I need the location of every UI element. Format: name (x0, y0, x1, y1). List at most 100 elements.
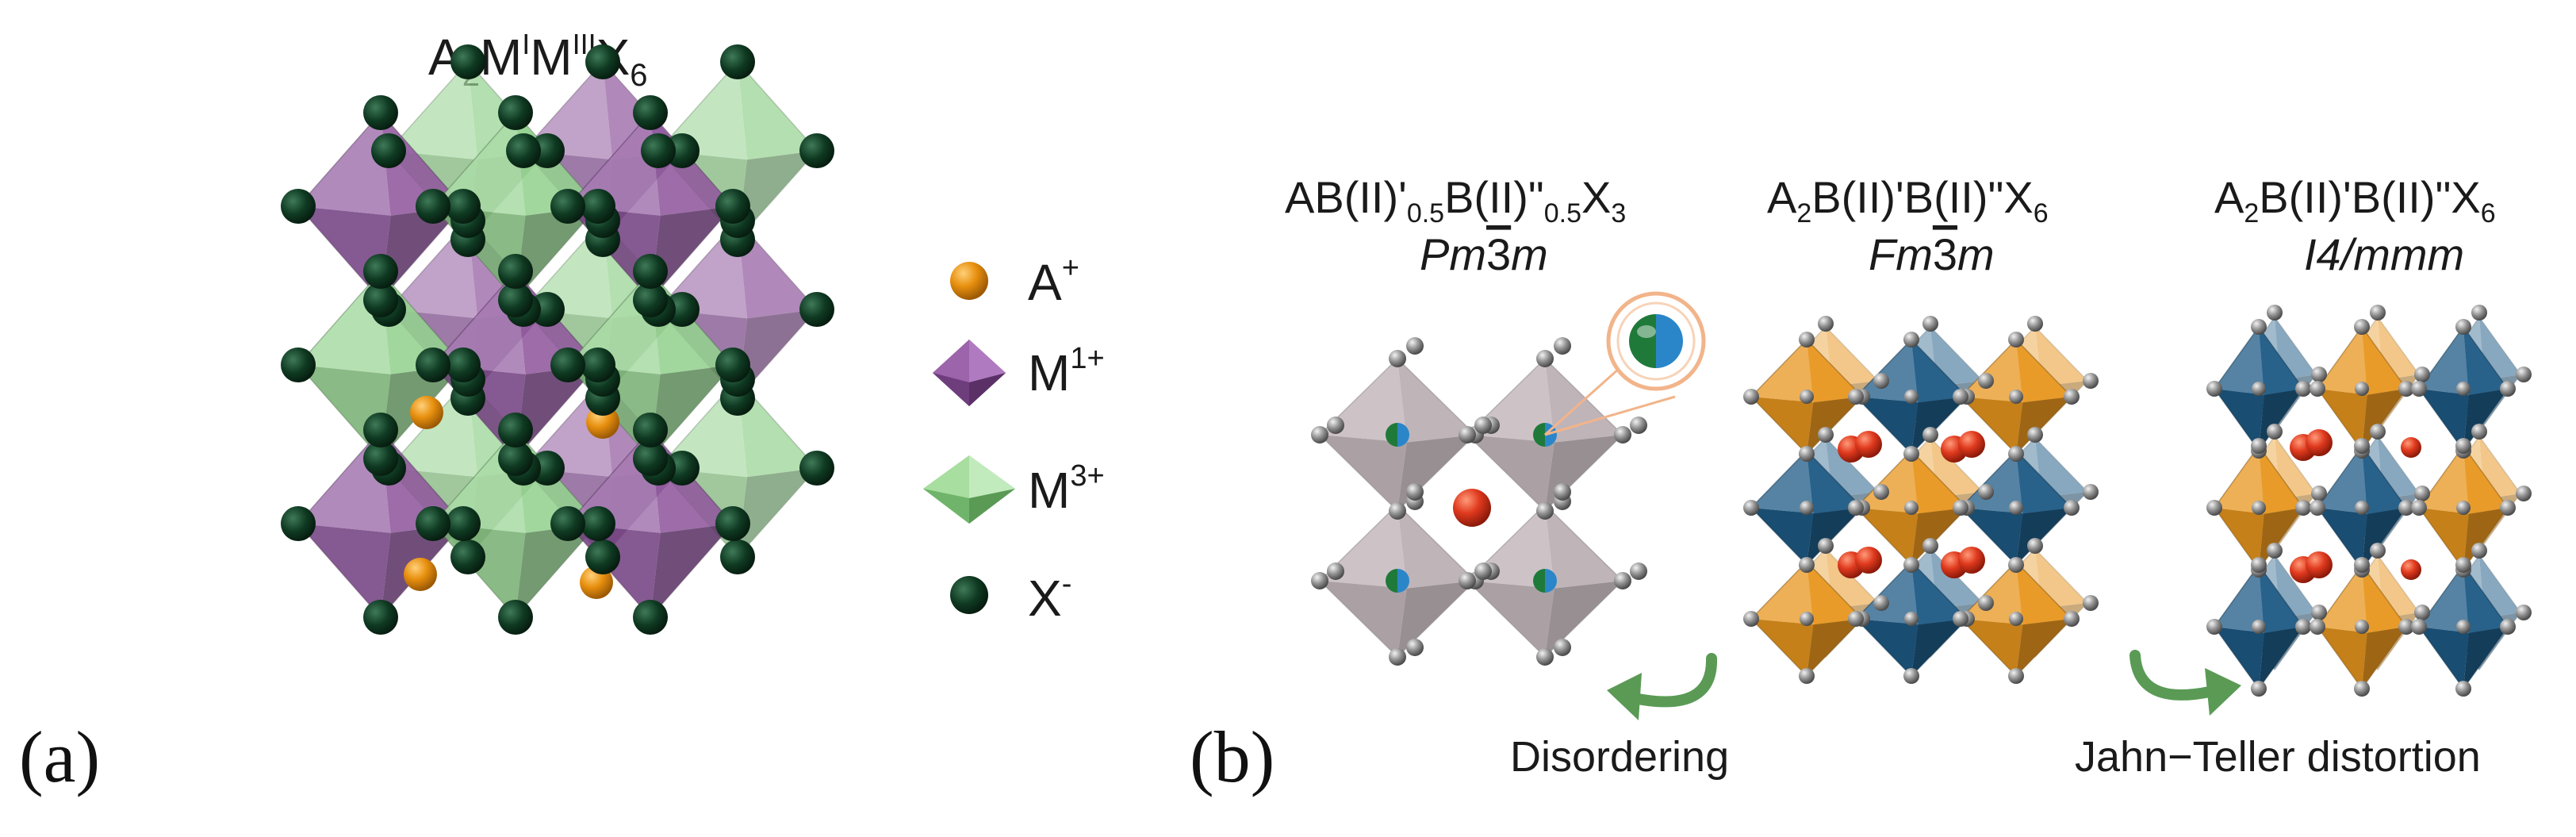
halide-anion (2206, 619, 2222, 635)
x-ion-legend-icon (950, 576, 988, 614)
halide-anion (1743, 389, 1759, 405)
halide-anion (2398, 500, 2414, 516)
halide-anion (1903, 557, 1919, 573)
x-anion (498, 254, 533, 289)
x-anion (581, 506, 615, 541)
halide-anion (2471, 305, 2487, 321)
halide-anion (2206, 381, 2222, 397)
panel-a-label: (a) (19, 716, 100, 797)
x-anion (281, 189, 316, 224)
halide-anion (1799, 557, 1815, 573)
halide-anion (1799, 332, 1815, 347)
x-anion (363, 413, 398, 447)
halide-anion (2027, 316, 2043, 332)
legend-sup: 3+ (1070, 459, 1104, 493)
a-cation (410, 396, 443, 429)
b-cation (2252, 501, 2266, 515)
halide-anion (2311, 367, 2327, 382)
halide-anion (1978, 373, 1994, 389)
b-cation (1904, 612, 1919, 626)
halide-anion (1630, 562, 1647, 580)
legend-sup: + (1062, 251, 1079, 285)
disordered-perovskite-structure (1311, 337, 1647, 666)
b-cation (2009, 612, 2023, 626)
halide-anion (1873, 373, 1889, 389)
x-anion (550, 506, 585, 541)
halide-anion (2064, 389, 2080, 405)
halide-anion (2455, 557, 2471, 573)
x-anion (363, 282, 398, 317)
halide-anion (2295, 381, 2311, 397)
halide-anion (2008, 557, 2024, 573)
halide-anion (2008, 446, 2024, 462)
a-cation (1855, 431, 1882, 458)
legend-sup: - (1062, 567, 1072, 601)
halide-anion (2267, 424, 2283, 440)
formula-sub: 0.5 (1544, 198, 1581, 228)
halide-anion (2398, 381, 2414, 397)
halide-anion (2310, 619, 2325, 635)
structure-3-space-group: I4/mmm (2304, 229, 2464, 279)
b-cation (2009, 501, 2023, 515)
x-anion (633, 254, 668, 289)
legend-text: A (1028, 254, 1062, 311)
halide-anion (1799, 446, 1815, 462)
x-anion (720, 44, 755, 79)
legend: A+ M1+ M3+ X- (923, 251, 1105, 627)
b-cation (2009, 390, 2023, 404)
structure-2-space-group: Fm3m (1869, 229, 1995, 279)
formula-sub: 0.5 (1407, 198, 1444, 228)
legend-text: M (1028, 344, 1070, 401)
halide-anion (1327, 417, 1344, 434)
b-cation (2252, 620, 2266, 634)
halide-anion (2414, 486, 2430, 501)
x-anion (715, 189, 750, 224)
x-legend-label: X- (1028, 567, 1071, 627)
structure-3-formula: A2B(II)'B(II)"X6 (2214, 172, 2496, 228)
double-perovskite-crystal (281, 44, 834, 635)
b-cation (2355, 620, 2369, 634)
x-anion (281, 506, 316, 541)
halide-anion (1922, 316, 1938, 332)
x-anion (633, 95, 668, 130)
formula-part: X (1581, 172, 1611, 222)
x-anion (281, 347, 316, 382)
formula-sub: 2 (2244, 198, 2259, 228)
halide-anion (1922, 538, 1938, 554)
halide-anion (2411, 381, 2427, 397)
b-cation (1800, 612, 1814, 626)
b-cation (1904, 390, 1919, 404)
halide-anion (2354, 319, 2370, 335)
halide-anion (1406, 483, 1424, 501)
x-anion (498, 600, 533, 635)
x-anion (585, 539, 620, 574)
formula-sub: 6 (630, 58, 647, 93)
x-anion (633, 600, 668, 635)
halide-anion (2311, 605, 2327, 620)
halide-anion (1536, 502, 1554, 520)
disordering-label: Disordering (1510, 733, 1729, 781)
halide-anion (2370, 424, 2386, 440)
halide-anion (2354, 681, 2370, 697)
front-octahedron (1959, 338, 2073, 455)
x-anion (363, 254, 398, 289)
sg-part: Fm (1869, 229, 1933, 279)
halide-anion (2251, 438, 2267, 454)
structure-1-formula: AB(II)'0.5B(II)"0.5X3 (1285, 172, 1626, 228)
formula-part: AB(II)' (1285, 172, 1407, 222)
halide-anion (2516, 605, 2532, 620)
front-octahedron (297, 111, 464, 301)
front-octahedron (2418, 563, 2509, 690)
m1-octahedron-legend-icon (933, 340, 1006, 406)
a-cation (1958, 431, 1985, 458)
structure-1-space-group: Pm3m (1420, 229, 1548, 279)
halide-anion (2455, 319, 2471, 335)
halide-anion (1536, 350, 1554, 367)
front-octahedron (2418, 325, 2509, 452)
halide-anion (2310, 500, 2325, 516)
x-anion (498, 413, 533, 447)
halide-anion (1953, 500, 1968, 516)
halide-anion (2251, 319, 2267, 335)
x-anion (585, 44, 620, 79)
halide-anion (2411, 619, 2427, 635)
